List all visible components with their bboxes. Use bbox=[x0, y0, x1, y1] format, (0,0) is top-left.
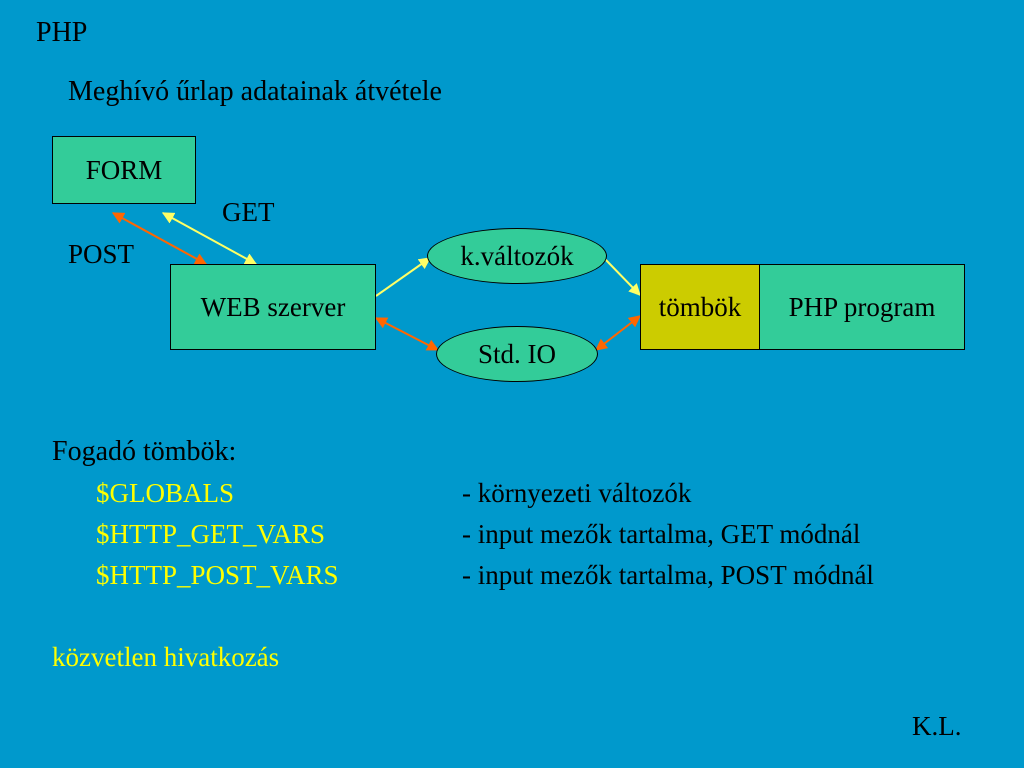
form-box: FORM bbox=[52, 136, 196, 204]
direct-reference-note: közvetlen hivatkozás bbox=[52, 642, 280, 672]
array-desc-post-vars: - input mezők tartalma, POST módnál bbox=[462, 560, 874, 590]
array-name-post-vars: $HTTP_POST_VARS bbox=[96, 560, 339, 590]
server-stdio-arrow bbox=[374, 317, 440, 351]
php-program-box: PHP program bbox=[759, 264, 965, 350]
array-desc-get-vars: - input mezők tartalma, GET módnál bbox=[462, 519, 861, 549]
array-name-get-vars: $HTTP_GET_VARS bbox=[96, 519, 326, 549]
arrays-box: tömbök bbox=[640, 264, 760, 350]
receiving-arrays-heading: Fogadó tömbök: bbox=[52, 436, 237, 467]
web-server-box: WEB szerver bbox=[170, 264, 376, 350]
array-name-globals: $GLOBALS bbox=[96, 478, 235, 508]
env-vars-ellipse: k.változók bbox=[427, 228, 607, 284]
author-initials: K.L. bbox=[912, 711, 962, 741]
page-title: PHP bbox=[36, 17, 88, 48]
std-io-ellipse: Std. IO bbox=[436, 326, 598, 382]
post-label: POST bbox=[68, 239, 135, 269]
get-label: GET bbox=[222, 197, 275, 227]
envvars-to-arrays-arrow bbox=[603, 257, 641, 296]
post-arrow bbox=[111, 212, 208, 265]
stdio-arrays-arrow bbox=[595, 315, 641, 351]
server-to-envvars-arrow bbox=[375, 257, 431, 297]
page-subtitle: Meghívó űrlap adatainak átvétele bbox=[68, 76, 442, 107]
array-desc-globals: - környezeti változók bbox=[462, 478, 692, 508]
